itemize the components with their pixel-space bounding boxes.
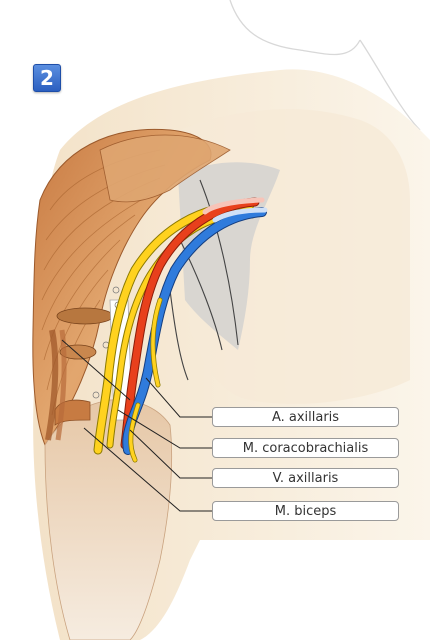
neurovascular-bundle bbox=[93, 197, 268, 463]
axilla-fold-line-3 bbox=[169, 289, 189, 381]
label-axillary-artery: A. axillaris bbox=[212, 407, 399, 427]
label-biceps: M. biceps bbox=[212, 501, 399, 521]
biceps-muscle bbox=[44, 399, 173, 640]
arm-muscle-bundles bbox=[45, 307, 114, 441]
label-axillary-vein: V. axillaris bbox=[212, 468, 399, 488]
deltoid-muscle bbox=[32, 128, 212, 447]
label-coracobrachialis: M. coracobrachialis bbox=[212, 438, 399, 458]
pectoralis-muscle bbox=[99, 134, 231, 203]
figure-number-badge: 2 bbox=[33, 64, 61, 92]
leader-lines bbox=[61, 339, 212, 512]
axilla-fold-line bbox=[199, 179, 239, 346]
